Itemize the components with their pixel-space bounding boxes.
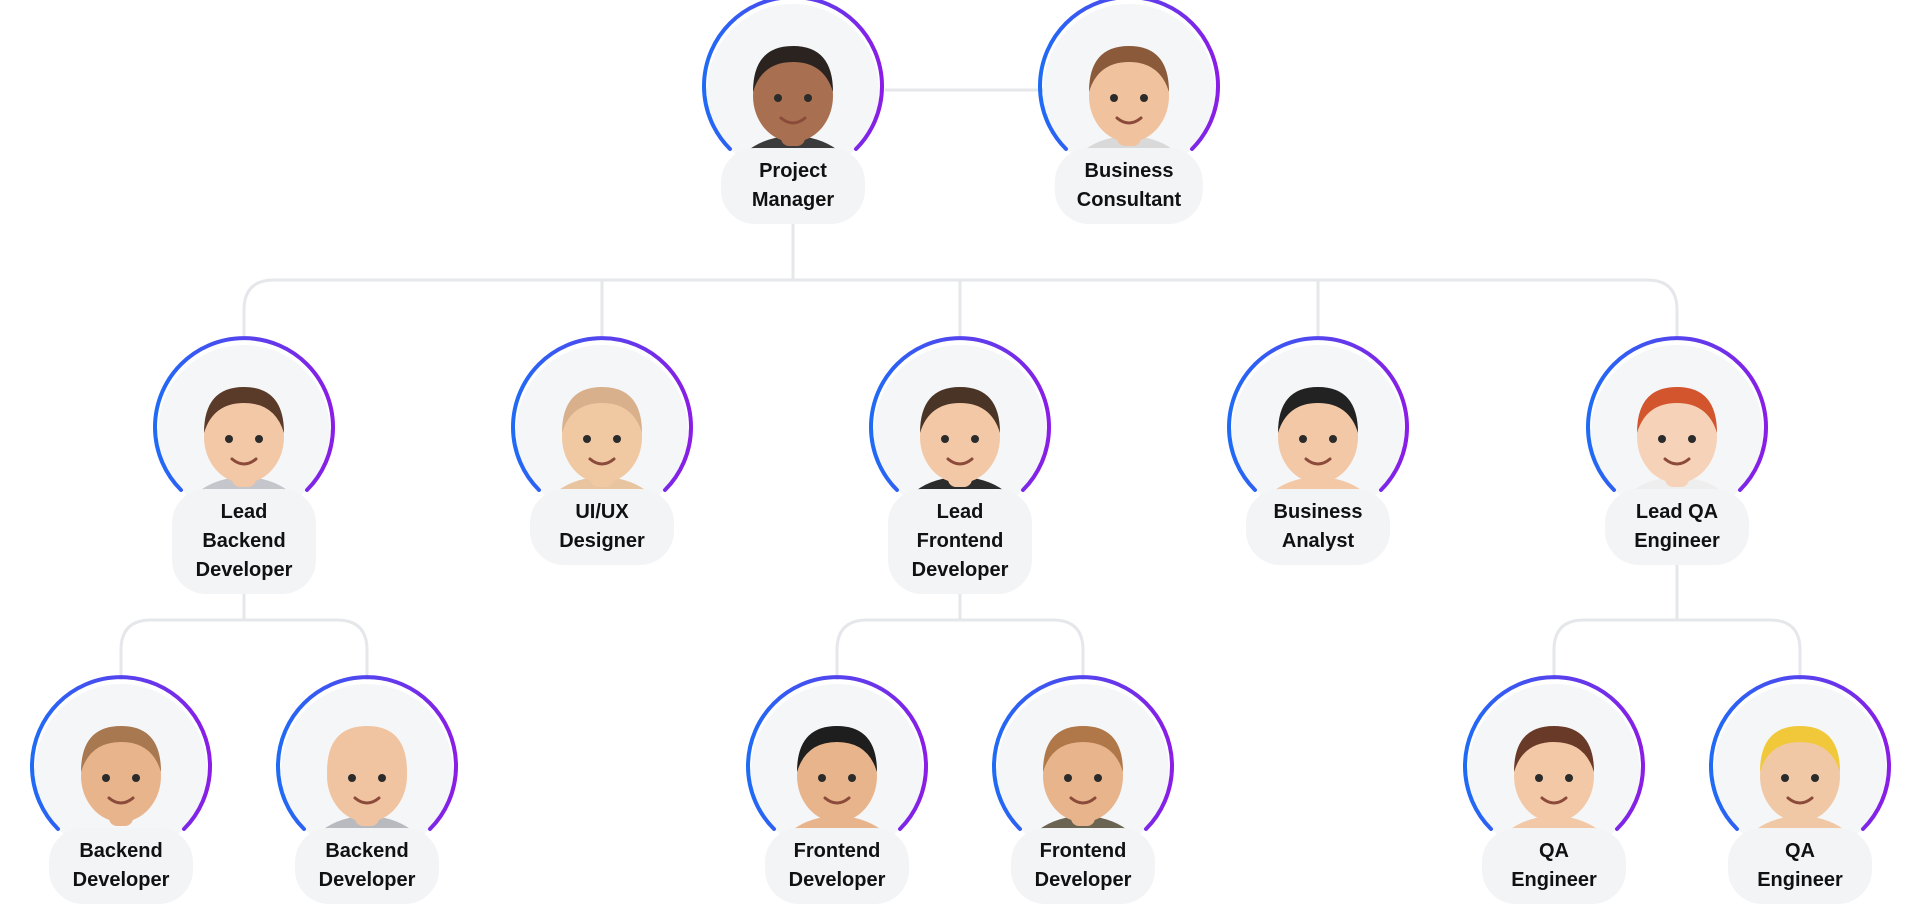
role-label-backend-developer: Backend Developer bbox=[295, 828, 439, 904]
member-backend-developer-2[interactable]: Backend Developer bbox=[257, 675, 477, 910]
role-label-lead-frontend-developer: Lead Frontend Developer bbox=[888, 489, 1032, 594]
gradient-arc bbox=[702, 0, 884, 151]
role-label-lead-qa-engineer: Lead QA Engineer bbox=[1605, 489, 1749, 565]
member-qa-engineer-1[interactable]: QA Engineer bbox=[1444, 675, 1664, 910]
role-label-project-manager: Project Manager bbox=[721, 148, 865, 224]
role-label-qa-engineer: QA Engineer bbox=[1728, 828, 1872, 904]
gradient-arc bbox=[1038, 0, 1220, 151]
member-lead-qa-engineer[interactable]: Lead QA Engineer bbox=[1567, 336, 1787, 571]
member-backend-developer-1[interactable]: Backend Developer bbox=[11, 675, 231, 910]
gradient-arc bbox=[153, 336, 335, 492]
gradient-arc bbox=[30, 675, 212, 831]
gradient-arc bbox=[1709, 675, 1891, 831]
role-label-frontend-developer: Frontend Developer bbox=[1011, 828, 1155, 904]
role-label-qa-engineer: QA Engineer bbox=[1482, 828, 1626, 904]
gradient-arc bbox=[276, 675, 458, 831]
gradient-arc bbox=[869, 336, 1051, 492]
member-business-analyst[interactable]: Business Analyst bbox=[1208, 336, 1428, 571]
gradient-arc bbox=[992, 675, 1174, 831]
gradient-arc bbox=[1227, 336, 1409, 492]
member-business-consultant[interactable]: Business Consultant bbox=[1019, 0, 1239, 230]
gradient-arc bbox=[511, 336, 693, 492]
role-label-frontend-developer: Frontend Developer bbox=[765, 828, 909, 904]
gradient-arc bbox=[1586, 336, 1768, 492]
member-qa-engineer-2[interactable]: QA Engineer bbox=[1690, 675, 1910, 910]
gradient-arc bbox=[746, 675, 928, 831]
gradient-arc bbox=[1463, 675, 1645, 831]
role-label-business-consultant: Business Consultant bbox=[1054, 148, 1204, 224]
member-frontend-developer-1[interactable]: Frontend Developer bbox=[727, 675, 947, 910]
connector-qa-branch bbox=[1552, 560, 1802, 680]
member-frontend-developer-2[interactable]: Frontend Developer bbox=[973, 675, 1193, 910]
member-ui-ux-designer[interactable]: UI/UX Designer bbox=[492, 336, 712, 571]
member-project-manager[interactable]: Project Manager bbox=[683, 0, 903, 230]
role-label-backend-developer: Backend Developer bbox=[49, 828, 193, 904]
member-lead-frontend-developer[interactable]: Lead Frontend Developer bbox=[850, 336, 1070, 594]
role-label-lead-backend-developer: Lead Backend Developer bbox=[172, 489, 316, 594]
member-lead-backend-developer[interactable]: Lead Backend Developer bbox=[134, 336, 354, 594]
role-label-ui-ux-designer: UI/UX Designer bbox=[530, 489, 674, 565]
role-label-business-analyst: Business Analyst bbox=[1246, 489, 1390, 565]
